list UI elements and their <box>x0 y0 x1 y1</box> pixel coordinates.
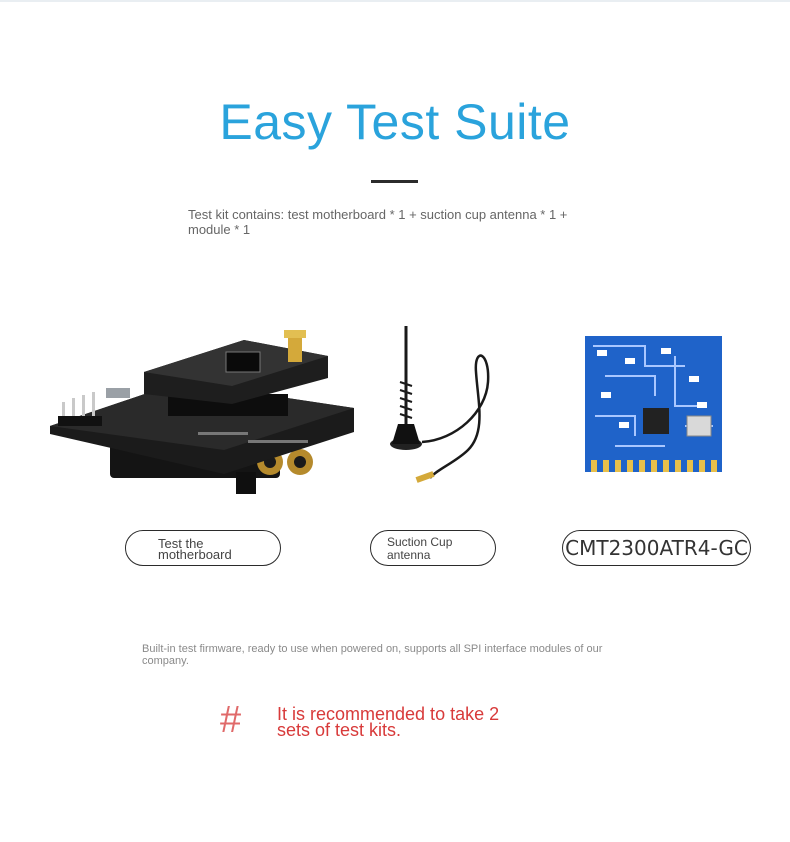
title-divider <box>371 180 418 183</box>
firmware-note: Built-in test firmware, ready to use whe… <box>142 643 603 667</box>
hash-symbol: # <box>220 699 242 741</box>
top-border <box>0 0 790 2</box>
module-image <box>585 336 722 472</box>
page-title: Easy Test Suite <box>219 94 571 150</box>
module-label: CMT2300ATR4-GC <box>562 530 751 566</box>
kit-contents-text: Test kit contains: test motherboard * 1 … <box>188 207 568 237</box>
motherboard-image <box>48 322 360 504</box>
antenna-label-text: Suction Cup antenna <box>387 535 453 562</box>
motherboard-label: Test the motherboard <box>125 530 281 566</box>
antenna-label: Suction Cup antenna <box>370 530 496 566</box>
recommendation-text: It is recommended to take 2 sets of test… <box>277 704 500 740</box>
antenna-image <box>376 322 506 500</box>
motherboard-label-text: Test the motherboard <box>158 536 232 562</box>
module-label-text: CMT2300ATR4-GC <box>565 536 748 560</box>
